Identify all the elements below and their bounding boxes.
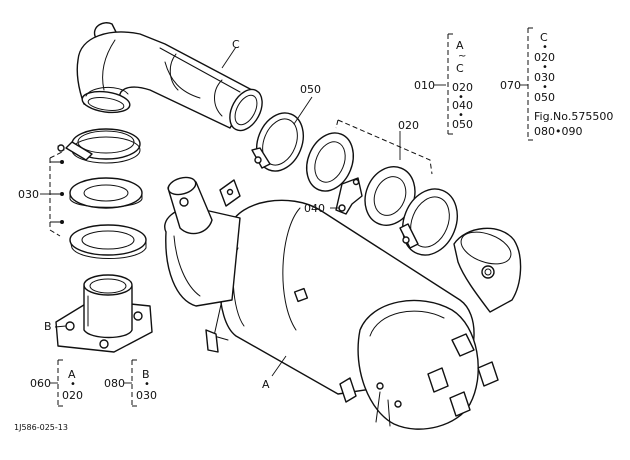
group-080-ref: 080 [104, 377, 125, 390]
inlet-elbow-pipe [76, 22, 263, 132]
group-070-item-0: C [540, 31, 548, 44]
group-010-item-5: 040 [452, 99, 473, 112]
callout-040: 040 [304, 202, 325, 215]
group-010-item-3: 020 [452, 81, 473, 94]
v-band-clamp-020 [399, 188, 458, 256]
group-070-item-7: Fig.No.575500 [534, 110, 613, 123]
group-060-item-2: 020 [62, 389, 83, 402]
group-070-item-6: 050 [534, 91, 555, 104]
group-080-item-0: B [142, 368, 150, 381]
drawing-code: 1J586-025-13 [14, 423, 68, 432]
group-060-ref: 060 [30, 377, 51, 390]
callout-c-top: C [232, 38, 240, 51]
group-080: 080 B • 030 [104, 359, 157, 407]
callout-020: 020 [398, 119, 419, 132]
group-010-item-6: • [458, 110, 464, 121]
group-070-item-4: 030 [534, 71, 555, 84]
flanged-tube-b [55, 274, 153, 353]
outlet-elbow-pipe [453, 227, 522, 313]
group-070-ref: 070 [500, 79, 521, 92]
gasket-ring-left-1 [69, 177, 143, 209]
callout-a-body: A [262, 378, 270, 391]
muffler-body-a [164, 176, 499, 430]
group-070-item-8: 080•090 [534, 125, 582, 138]
leader-lines [40, 46, 401, 377]
group-010-item-0: A [456, 39, 464, 52]
v-band-clamp-left [57, 128, 141, 164]
group-070: 070 C • 020 • 030 • 050 Fig.No.575500 08… [500, 27, 613, 141]
group-010-item-1: ~ [458, 51, 466, 62]
group-010-item-2: C [456, 62, 464, 75]
group-070-item-5: • [542, 82, 548, 93]
group-070-item-2: 020 [534, 51, 555, 64]
group-080-item-1: • [144, 379, 150, 390]
group-060-item-0: A [68, 368, 76, 381]
callout-b-flange: B [44, 320, 52, 333]
group-010-item-7: 050 [452, 118, 473, 131]
callout-030: 030 [18, 188, 39, 201]
group-070-item-1: • [542, 42, 548, 53]
callout-050: 050 [300, 83, 321, 96]
group-060-item-1: • [70, 379, 76, 390]
v-band-clamp-050 [251, 112, 304, 172]
group-010: 010 A ~ C 020 • 040 • 050 [414, 33, 473, 135]
group-070-item-3: • [542, 62, 548, 73]
gasket-ring-020-b [364, 166, 416, 226]
group-080-item-2: 030 [136, 389, 157, 402]
group-060: 060 A • 020 [30, 359, 83, 407]
group-010-item-4: • [458, 92, 464, 103]
group-010-ref: 010 [414, 79, 435, 92]
gasket-ring-020-a [306, 132, 354, 192]
gasket-ring-left-2 [69, 224, 147, 259]
bracket-040 [335, 177, 363, 215]
